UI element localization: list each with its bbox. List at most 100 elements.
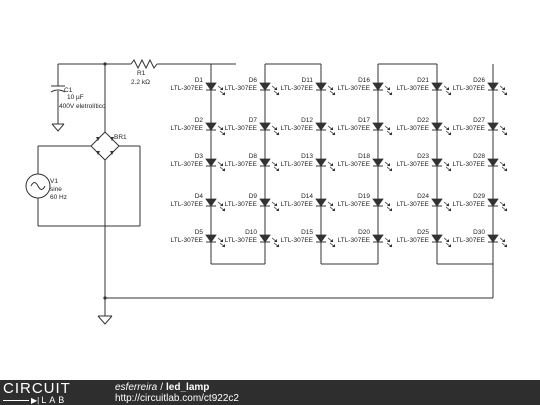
led-emission-arrowhead — [446, 87, 449, 90]
led-diode-icon — [315, 234, 327, 243]
led-diode-icon — [431, 122, 443, 131]
led-emission-arrowhead — [330, 239, 333, 242]
led-emission-arrowhead — [446, 203, 449, 206]
led-emission-arrowhead — [332, 132, 335, 135]
sine-wave-icon — [30, 182, 46, 190]
bridge-rectifier-icon — [90, 131, 120, 161]
logo-diode-icon: ▶| — [31, 396, 40, 405]
led-diode — [487, 82, 508, 96]
led-emission-arrowhead — [330, 87, 333, 90]
led-ref-label: D29 — [473, 193, 485, 200]
led-emission-arrowhead — [448, 244, 451, 247]
logo-lab-text: LAB — [41, 395, 68, 405]
led-diode-icon — [315, 158, 327, 167]
led-part-label: LTL-307EE — [338, 125, 371, 132]
led-emission-arrowhead — [448, 92, 451, 95]
led-ref-label: D15 — [301, 229, 313, 236]
led-emission-arrowhead — [330, 203, 333, 206]
led-emission-arrowhead — [222, 208, 225, 211]
v1-freq-label: 60 Hz — [50, 194, 67, 201]
led-diode-icon — [259, 82, 271, 91]
led-part-label: LTL-307EE — [225, 201, 258, 208]
led-part-label: LTL-307EE — [225, 161, 258, 168]
led-part-label: LTL-307EE — [171, 125, 204, 132]
led-diode — [205, 198, 226, 212]
circuit-url[interactable]: http://circuitlab.com/ct922c2 — [115, 393, 239, 404]
led-diode — [431, 122, 452, 136]
led-diode-icon — [372, 198, 384, 207]
led-emission-arrowhead — [274, 239, 277, 242]
led-diode — [431, 158, 452, 172]
led-diode — [487, 158, 508, 172]
meta-separator: / — [160, 382, 164, 393]
led-ref-label: D21 — [417, 77, 429, 84]
led-ref-label: D25 — [417, 229, 429, 236]
led-diode — [259, 198, 280, 212]
led-ref-label: D9 — [249, 193, 258, 200]
led-diode — [487, 122, 508, 136]
author-link[interactable]: esferreira — [115, 382, 158, 393]
project-name[interactable]: led_lamp — [166, 382, 210, 393]
led-ref-label: D16 — [358, 77, 370, 84]
r1-resistor-icon — [130, 58, 158, 70]
led-ref-label: D27 — [473, 117, 485, 124]
led-diode — [315, 122, 336, 136]
led-diode-icon — [315, 122, 327, 131]
led-emission-arrowhead — [332, 244, 335, 247]
led-ref-label: D8 — [249, 153, 258, 160]
led-emission-arrowhead — [502, 203, 505, 206]
led-diode-icon — [487, 122, 499, 131]
led-emission-arrowhead — [274, 87, 277, 90]
circuit-meta: esferreira/led_lamp http://circuitlab.co… — [115, 382, 239, 404]
logo-wire-icon — [3, 400, 29, 401]
led-part-label: LTL-307EE — [397, 85, 430, 92]
led-ref-label: D1 — [195, 77, 204, 84]
r1-value-label: 2.2 kΩ — [131, 79, 150, 86]
led-diode-icon — [431, 234, 443, 243]
led-diode-icon — [315, 198, 327, 207]
circuitlab-logo[interactable]: CIRCUIT ▶| LAB — [3, 380, 103, 405]
led-emission-arrowhead — [332, 168, 335, 171]
led-diode-icon — [372, 158, 384, 167]
led-part-label: LTL-307EE — [338, 237, 371, 244]
led-emission-arrowhead — [332, 92, 335, 95]
led-diode — [372, 234, 393, 248]
led-part-label: LTL-307EE — [281, 125, 314, 132]
bridge-diode-icon — [96, 151, 100, 155]
led-emission-arrowhead — [274, 203, 277, 206]
led-emission-arrowhead — [389, 244, 392, 247]
led-diode — [315, 82, 336, 96]
led-ref-label: D20 — [358, 229, 370, 236]
led-diode — [431, 234, 452, 248]
led-ref-label: D4 — [195, 193, 204, 200]
led-diode-icon — [259, 198, 271, 207]
led-part-label: LTL-307EE — [225, 85, 258, 92]
led-diode — [315, 158, 336, 172]
led-part-label: LTL-307EE — [338, 201, 371, 208]
led-diode-icon — [431, 82, 443, 91]
led-emission-arrowhead — [389, 208, 392, 211]
led-emission-arrowhead — [276, 168, 279, 171]
led-emission-arrowhead — [222, 244, 225, 247]
led-ref-label: D18 — [358, 153, 370, 160]
led-part-label: LTL-307EE — [281, 237, 314, 244]
led-ref-label: D26 — [473, 77, 485, 84]
v1-type-label: sine — [50, 186, 62, 193]
led-diode-icon — [259, 158, 271, 167]
led-diode — [315, 198, 336, 212]
led-part-label: LTL-307EE — [397, 237, 430, 244]
led-part-label: LTL-307EE — [397, 125, 430, 132]
led-ref-label: D22 — [417, 117, 429, 124]
led-ref-label: D30 — [473, 229, 485, 236]
led-emission-arrowhead — [387, 127, 390, 130]
led-emission-arrowhead — [448, 208, 451, 211]
logo-text-top: CIRCUIT — [3, 380, 71, 397]
led-emission-arrowhead — [387, 203, 390, 206]
bridge-diode-icon — [110, 151, 114, 155]
led-ref-label: D24 — [417, 193, 429, 200]
led-ref-label: D19 — [358, 193, 370, 200]
led-emission-arrowhead — [502, 239, 505, 242]
led-diode-icon — [372, 82, 384, 91]
led-emission-arrowhead — [504, 244, 507, 247]
led-part-label: LTL-307EE — [453, 201, 486, 208]
